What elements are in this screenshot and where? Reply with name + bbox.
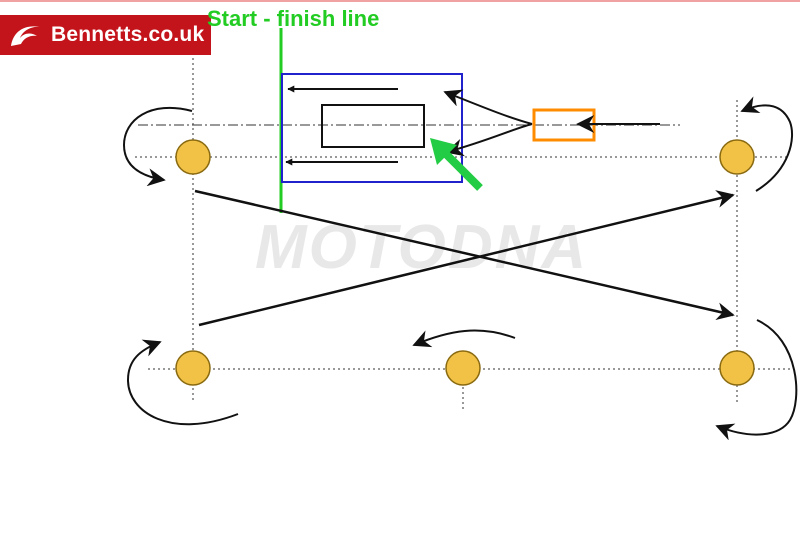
turn-arrow-bottom-right xyxy=(715,319,798,441)
cross-arrow-up xyxy=(198,190,735,327)
turn-arrow-top-left xyxy=(122,106,193,187)
cross-arrow-down xyxy=(194,189,735,321)
cone-top-right xyxy=(719,139,755,175)
cone-bottom-left xyxy=(175,350,211,386)
start-box xyxy=(281,73,463,183)
split-arrow-upper xyxy=(443,89,533,125)
cones xyxy=(175,139,755,386)
bennetts-logo-badge[interactable]: Bennetts.co.uk xyxy=(0,15,211,55)
turn-arrow-top-right xyxy=(740,96,794,192)
turn-arrow-bottom-middle xyxy=(412,329,516,348)
cone-bottom-right xyxy=(719,350,755,386)
pointer-arrow xyxy=(430,138,483,191)
top-rule xyxy=(0,0,800,2)
bike-outline xyxy=(321,104,425,148)
cone-bottom-middle xyxy=(445,350,481,386)
start-finish-label: Start - finish line xyxy=(207,6,379,31)
bennetts-swoosh-icon xyxy=(11,26,40,46)
brand-name: Bennetts.co.uk xyxy=(51,23,205,46)
cone-top-left xyxy=(175,139,211,175)
turn-arrow-bottom-left xyxy=(126,339,239,426)
split-arrow-lower xyxy=(445,123,533,157)
